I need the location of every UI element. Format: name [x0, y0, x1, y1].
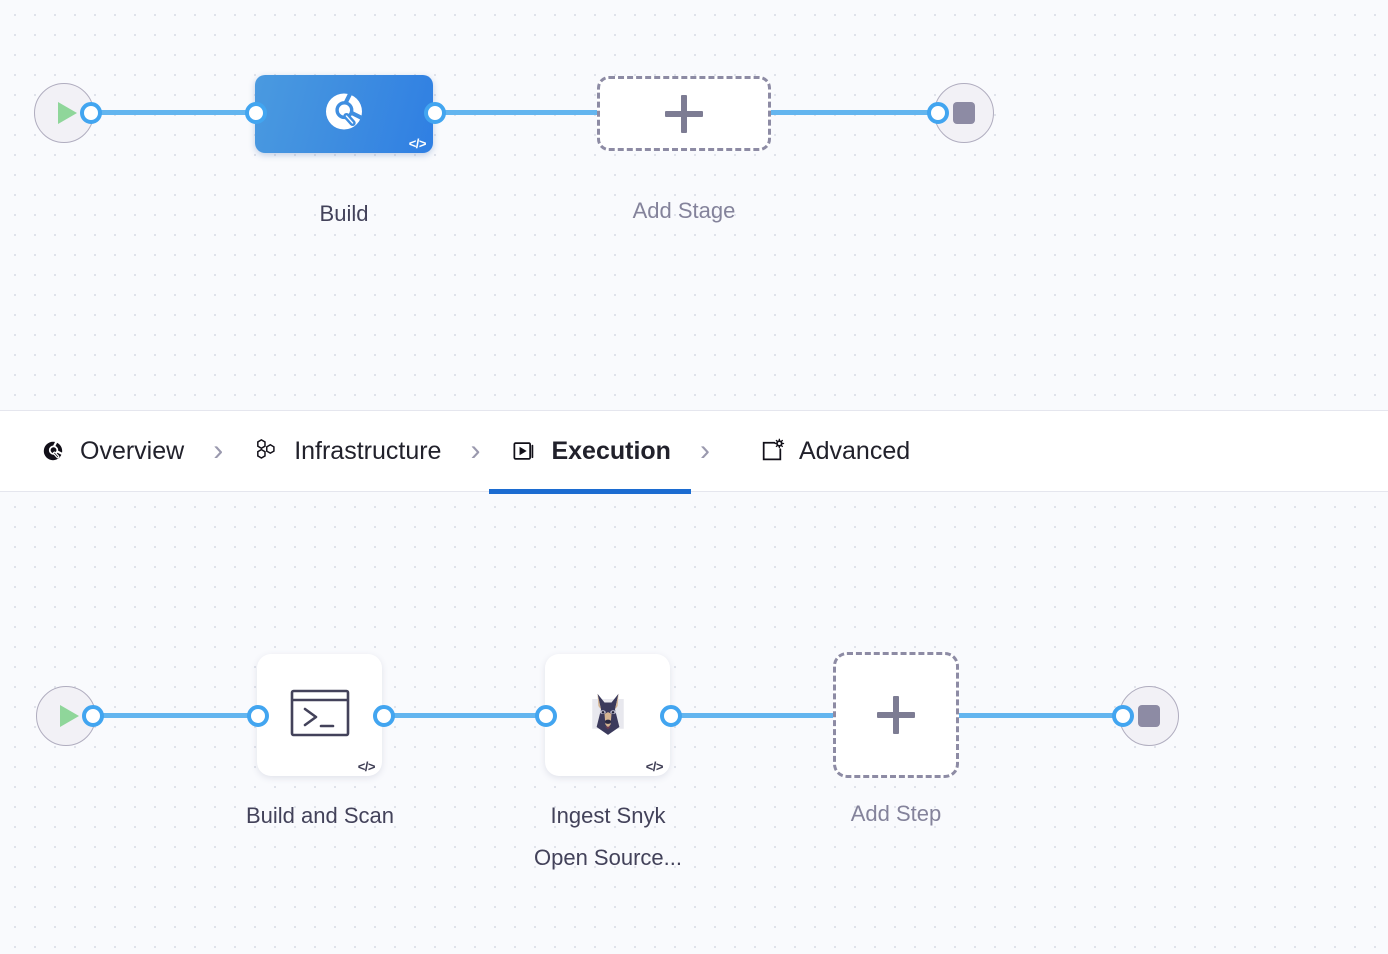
hexagons-icon: [252, 436, 282, 466]
terminal-icon: [289, 687, 351, 744]
stage-build-output-port[interactable]: [424, 102, 446, 124]
tab-execution-label: Execution: [551, 436, 671, 465]
overview-circle-icon: [38, 436, 68, 466]
stage-start-port[interactable]: [80, 102, 102, 124]
step-snyk-output-port[interactable]: [660, 705, 682, 727]
tab-advanced-label: Advanced: [798, 436, 911, 465]
plus-icon: [665, 94, 703, 133]
tab-separator-icon: ›: [470, 434, 481, 467]
add-step-label: Add Step: [850, 801, 942, 826]
tab-overview[interactable]: Overview: [34, 410, 188, 492]
tab-execution[interactable]: Execution: [489, 410, 692, 494]
step-start-port[interactable]: [82, 705, 104, 727]
stage-label-build: Build: [319, 201, 369, 226]
add-stage-button[interactable]: [597, 76, 771, 151]
stage-end-port[interactable]: [927, 102, 949, 124]
wire-start-to-buildscan: [80, 713, 270, 718]
wire-buildscan-to-snyk: [378, 713, 558, 718]
code-badge[interactable]: </>: [408, 136, 427, 151]
step-node-build-and-scan[interactable]: </>: [257, 654, 382, 776]
code-badge[interactable]: </>: [645, 759, 664, 774]
play-box-icon: [509, 436, 539, 466]
step-buildscan-output-port[interactable]: [373, 705, 395, 727]
snyk-doberman-icon: [580, 685, 636, 746]
wire-start-to-build: [78, 110, 268, 115]
step-buildscan-input-port[interactable]: [247, 705, 269, 727]
plus-icon: [877, 696, 915, 734]
stop-icon: [953, 102, 975, 124]
tab-infrastructure[interactable]: Infrastructure: [248, 410, 445, 492]
stage-pipeline-canvas[interactable]: </> Build Add Stage: [0, 0, 1388, 410]
tab-infrastructure-label: Infrastructure: [294, 436, 442, 465]
wire-addstage-to-end: [762, 110, 952, 115]
step-label-ingest-snyk: Ingest Snyk Open Source...: [534, 803, 682, 870]
stage-config-tabs[interactable]: Overview › Infrastructure › Execution ›: [0, 410, 1388, 494]
step-end-port[interactable]: [1112, 705, 1134, 727]
play-icon: [57, 102, 77, 124]
stop-icon: [1138, 705, 1160, 727]
tab-separator-icon: ›: [699, 434, 710, 467]
wire-addstep-to-end: [950, 713, 1135, 718]
tab-advanced[interactable]: Advanced: [753, 410, 914, 492]
step-label-build-and-scan: Build and Scan: [246, 803, 394, 828]
play-icon: [59, 705, 79, 727]
tab-overview-label: Overview: [80, 436, 185, 465]
wire-snyk-to-addstep: [662, 713, 852, 718]
stage-node-build[interactable]: </>: [255, 75, 433, 153]
tab-separator-icon: ›: [213, 434, 224, 467]
build-scan-circle-icon: [320, 88, 368, 141]
square-gear-icon: [757, 436, 787, 466]
step-node-ingest-snyk[interactable]: </>: [545, 654, 670, 776]
add-stage-label: Add Stage: [632, 198, 736, 223]
code-badge[interactable]: </>: [357, 759, 376, 774]
step-pipeline-canvas[interactable]: </> Build and Scan </> Ingest Snyk Open …: [0, 492, 1388, 954]
step-snyk-input-port[interactable]: [535, 705, 557, 727]
wire-build-to-addstage: [425, 110, 610, 115]
stage-build-input-port[interactable]: [245, 102, 267, 124]
add-step-button[interactable]: [833, 652, 959, 778]
